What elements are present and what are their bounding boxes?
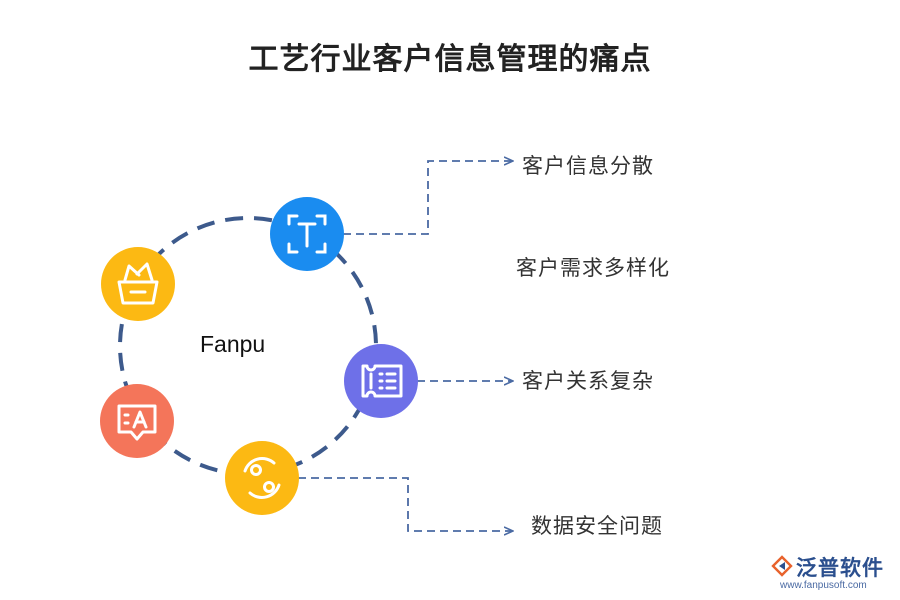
pain-point-label-3: 客户关系复杂 <box>522 369 654 393</box>
basket-icon <box>117 262 159 305</box>
logo-name: 泛普软件 <box>796 556 884 580</box>
pain-point-label-1: 客户信息分散 <box>522 154 654 178</box>
node-basket <box>101 247 175 321</box>
node-ticket-list <box>344 344 418 418</box>
circle-cycle-icon <box>243 457 281 499</box>
pain-point-label-4: 数据安全问题 <box>531 514 663 538</box>
node-chat-a <box>100 384 174 458</box>
center-label: Fanpu <box>200 331 266 357</box>
node-circle-cycle <box>225 441 299 515</box>
chat-a-icon <box>117 404 157 441</box>
page-title: 工艺行业客户信息管理的痛点 <box>248 42 652 77</box>
text-scan-icon <box>287 214 327 254</box>
logo-url: www.fanpusoft.com <box>780 580 867 591</box>
pain-point-label-2: 客户需求多样化 <box>516 256 670 280</box>
node-text-scan <box>270 197 344 271</box>
brand-logo: 泛普软件 www.fanpusoft.com <box>770 552 894 598</box>
ticket-list-icon <box>361 364 403 398</box>
connector-1 <box>343 161 512 235</box>
logo-mark-icon <box>771 555 793 577</box>
connector-3 <box>298 477 512 531</box>
